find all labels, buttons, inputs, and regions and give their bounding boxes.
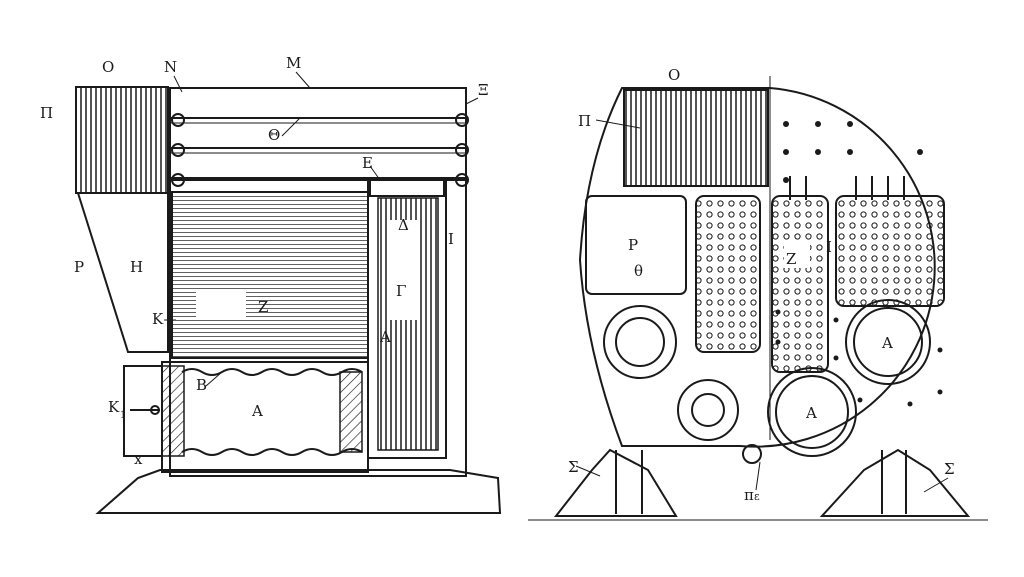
side-section-view: O N M Ξ Π Θ E Δ I Γ A Z P H K B A K 1 x (40, 54, 502, 514)
label-left-pi: Π (40, 104, 53, 122)
leader-lines (164, 71, 949, 493)
support-left (553, 448, 678, 517)
front-door-k1 (123, 365, 163, 457)
boiler-casing (169, 87, 467, 477)
pi-tube-bank (75, 86, 169, 194)
label-right-a-upper: A (881, 334, 893, 352)
rear-brick (339, 371, 363, 453)
label-right-sigma-right: Σ (944, 460, 955, 478)
pi-tube-bank-front (623, 89, 769, 187)
label-left-k1: K (108, 398, 120, 416)
label-left-p: P (74, 258, 84, 276)
base-plinth (95, 469, 502, 514)
label-right-theta: θ (634, 262, 643, 280)
lower-flue (677, 379, 739, 441)
h-flue-duct (76, 192, 169, 353)
tube-plate-center (771, 195, 829, 373)
label-right-pi: Π (578, 112, 591, 130)
combustion-chamber-p (585, 195, 687, 295)
label-left-z: Z (258, 298, 268, 316)
furnace-lower-a (767, 367, 857, 457)
label-right-o: O (668, 66, 680, 84)
label-left-x: x (134, 450, 143, 468)
label-right-pi-small: π (744, 486, 754, 504)
label-left-theta: Θ (268, 126, 280, 144)
label-left-a-small: A (379, 328, 391, 346)
corrugated-flue-b (181, 368, 363, 376)
z-tube-bank (171, 191, 369, 359)
label-left-i: I (448, 230, 454, 248)
label-right-i: I (826, 238, 832, 256)
rivets (775, 121, 943, 407)
z-label-gap (196, 290, 246, 320)
e-header (369, 179, 445, 197)
tube-plate-left (695, 195, 761, 353)
boiler-shell (578, 87, 936, 448)
label-left-k1-sub: 1 (120, 410, 126, 421)
burner-door (603, 305, 677, 379)
label-right-sigma-left: Σ (568, 458, 579, 476)
label-left-o: O (102, 58, 114, 76)
label-right-pi-sub: ε (754, 490, 760, 503)
support-right (819, 448, 971, 517)
label-left-h: H (130, 258, 143, 276)
front-section-view: O Π P θ Z I A A Σ Σ π ε (528, 66, 988, 521)
label-left-a: A (251, 402, 263, 420)
label-left-b: B (196, 376, 207, 394)
front-brick (161, 365, 185, 457)
stay-rods (789, 176, 905, 200)
tie-rods (170, 113, 469, 187)
label-right-p: P (628, 236, 638, 254)
label-left-n: N (164, 58, 177, 76)
furnace-upper-a (845, 299, 931, 385)
label-left-gamma: Γ (396, 282, 406, 300)
tube-plate-right (835, 195, 945, 307)
label-left-xi: Ξ (478, 81, 489, 99)
label-left-m: M (286, 54, 301, 72)
furnace-a (161, 361, 369, 473)
label-right-a-lower: A (805, 404, 817, 422)
label-left-delta: Δ (398, 216, 409, 234)
label-left-e: E (362, 154, 373, 172)
label-right-z: Z (786, 250, 796, 268)
label-left-k: K (152, 310, 164, 328)
